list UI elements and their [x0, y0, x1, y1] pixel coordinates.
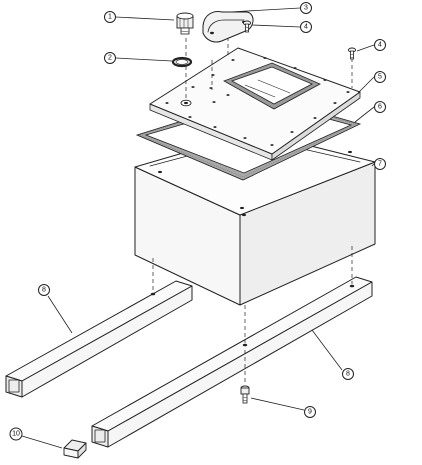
handle [202, 11, 254, 43]
callout-6: 6 [374, 101, 386, 113]
svg-text:9: 9 [308, 409, 312, 416]
cover-plate [149, 47, 361, 161]
svg-text:1: 1 [108, 14, 112, 21]
screw-right [347, 47, 357, 60]
end-plug [63, 439, 87, 459]
alignment-lines-upper [185, 37, 353, 98]
filler-cap [176, 12, 194, 35]
o-ring [171, 56, 193, 68]
callout-8-right: 8 [342, 368, 354, 380]
callout-4-right: 4 [374, 39, 386, 51]
svg-text:4: 4 [378, 42, 382, 49]
callout-2: 2 [104, 52, 116, 64]
callout-7: 7 [374, 158, 386, 170]
rail-left [5, 280, 193, 398]
leader-lines [21, 7, 375, 449]
svg-text:2: 2 [108, 55, 112, 62]
callout-8-left: 8 [38, 284, 50, 296]
callout-9: 9 [304, 406, 316, 418]
svg-text:6: 6 [378, 104, 382, 111]
svg-text:4: 4 [304, 24, 308, 31]
callout-1: 1 [104, 11, 116, 23]
svg-text:10: 10 [12, 431, 20, 438]
svg-text:3: 3 [304, 5, 308, 12]
svg-text:8: 8 [346, 371, 350, 378]
svg-text:8: 8 [42, 287, 46, 294]
svg-text:5: 5 [378, 74, 382, 81]
callout-4-upper: 4 [300, 21, 312, 33]
rail-holes [150, 284, 355, 347]
callout-3: 3 [300, 2, 312, 14]
svg-text:7: 7 [378, 161, 382, 168]
screw-upper [242, 20, 252, 33]
callout-5: 5 [374, 71, 386, 83]
alignment-lines-lower [152, 246, 353, 384]
rail-right [91, 276, 373, 448]
bolt-lower [240, 385, 250, 404]
callout-10: 10 [9, 427, 23, 441]
